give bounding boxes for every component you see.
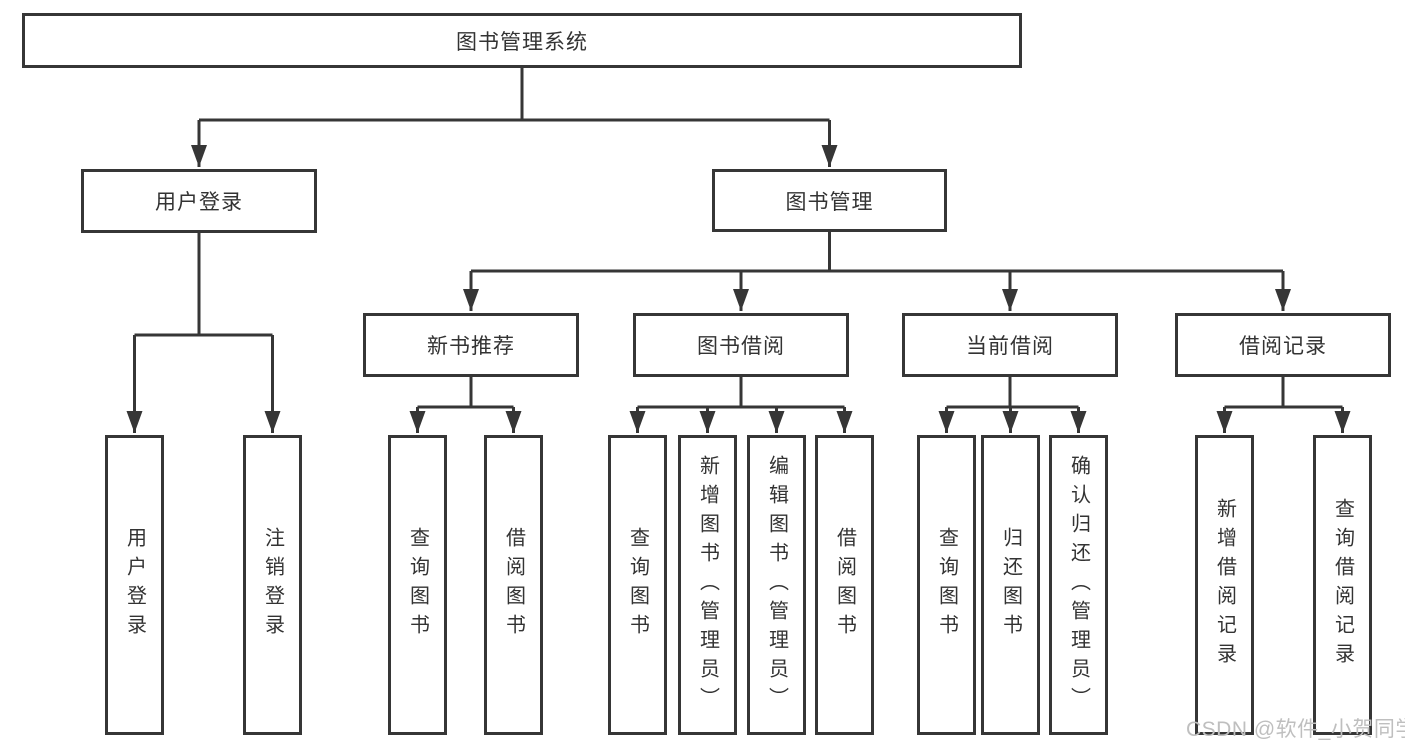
node-user-login: 用户登录 [81,169,317,233]
leaf-add-borrow-record-label: 新增借阅记录 [1213,498,1236,672]
leaf-borrow-books-recommend-label: 借阅图书 [502,527,525,643]
connector-user-login-branch [126,233,281,433]
leaf-add-books-admin-label: 新增图书（管理员） [696,454,719,716]
node-library-management-system: 图书管理系统 [22,13,1022,68]
connector-book-borrowing-branch [629,377,853,433]
leaf-confirm-return-admin-label: 确认归还（管理员） [1067,454,1090,716]
leaf-return-books: 归还图书 [981,435,1040,735]
node-book-management: 图书管理 [712,169,947,232]
connector-current-borrowing-branch [938,377,1087,433]
leaf-query-books-current: 查询图书 [917,435,976,735]
connector-new-book-recommend-branch [409,377,522,433]
csdn-watermark: CSDN @软件_小贺同学 [1186,718,1405,741]
leaf-query-books-borrowing-label: 查询图书 [626,527,649,643]
leaf-logout-label: 注销登录 [261,527,284,643]
leaf-borrow-books-borrowing-label: 借阅图书 [833,527,856,643]
leaf-query-books-borrowing: 查询图书 [608,435,667,735]
leaf-add-borrow-record: 新增借阅记录 [1195,435,1254,735]
node-borrow-records: 借阅记录 [1175,313,1391,377]
leaf-borrow-books-borrowing: 借阅图书 [815,435,874,735]
connector-borrow-records-branch [1216,377,1351,433]
leaf-confirm-return-admin: 确认归还（管理员） [1049,435,1108,735]
node-book-borrowing: 图书借阅 [633,313,849,377]
leaf-query-borrow-record-label: 查询借阅记录 [1331,498,1354,672]
leaf-edit-books-admin: 编辑图书（管理员） [747,435,806,735]
leaf-logout: 注销登录 [243,435,302,735]
node-current-borrowing: 当前借阅 [902,313,1118,377]
leaf-query-books-recommend-label: 查询图书 [406,527,429,643]
leaf-query-borrow-record: 查询借阅记录 [1313,435,1372,735]
leaf-query-books-current-label: 查询图书 [935,527,958,643]
connector-book-management-branch [463,232,1291,311]
leaf-return-books-label: 归还图书 [999,527,1022,643]
leaf-user-login: 用户登录 [105,435,164,735]
node-new-book-recommend: 新书推荐 [363,313,579,377]
leaf-user-login-label: 用户登录 [123,527,146,643]
connector-root-to-level2 [191,68,838,167]
leaf-add-books-admin: 新增图书（管理员） [678,435,737,735]
leaf-borrow-books-recommend: 借阅图书 [484,435,543,735]
leaf-query-books-recommend: 查询图书 [388,435,447,735]
leaf-edit-books-admin-label: 编辑图书（管理员） [765,454,788,716]
